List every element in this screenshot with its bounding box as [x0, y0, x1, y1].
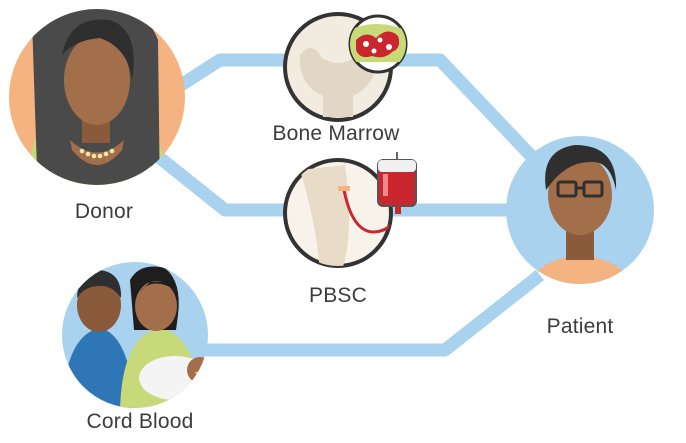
blood-bag-icon: [378, 152, 416, 214]
connector-bone-marrow-patient: [385, 60, 535, 160]
bone-marrow-label: Bone Marrow: [272, 122, 399, 146]
connector-cord-blood-patient: [205, 275, 540, 350]
patient-label: Patient: [547, 315, 614, 339]
cord-blood-label: Cord Blood: [86, 410, 193, 434]
donor-label: Donor: [75, 200, 133, 224]
pbsc-label: PBSC: [309, 284, 367, 308]
marrow-magnifier-icon: [350, 16, 406, 72]
patient-portrait: [506, 136, 654, 300]
connector-donor-pbsc: [150, 150, 290, 210]
cord-blood-portrait: [62, 262, 213, 410]
donor-portrait: [9, 0, 185, 200]
